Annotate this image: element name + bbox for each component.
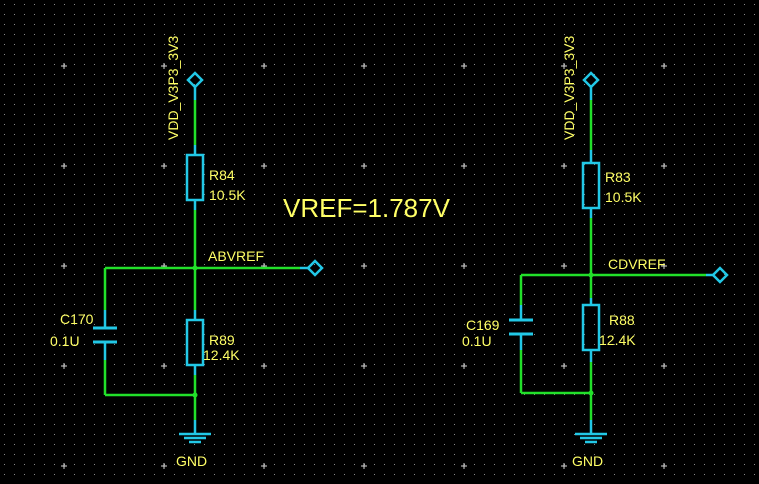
right-power-port-icon[interactable] xyxy=(582,71,600,89)
left-power-net-label: VDD_V3P3_3V3 xyxy=(165,35,181,140)
right-ground-icon[interactable] xyxy=(575,432,607,444)
left-divider-circuit: VDD_V3P3_3V3 R84 10.5K ABVREF R89 12.4K … xyxy=(50,35,324,469)
vref-annotation: VREF=1.787V xyxy=(283,193,451,223)
grid-dots xyxy=(4,4,755,475)
right-divider-circuit: VDD_V3P3_3V3 R83 10.5K CDVREF R88 12.4K … xyxy=(462,35,729,469)
right-r-top-ref: R83 xyxy=(605,169,631,185)
left-r-bot-ref: R89 xyxy=(209,332,235,348)
left-r-top-value: 10.5K xyxy=(209,187,246,203)
right-gnd-junction-dot xyxy=(588,390,594,396)
right-r-bot-value: 12.4K xyxy=(599,332,636,348)
left-r-bot-value: 12.4K xyxy=(203,347,240,363)
left-cap-ref: C170 xyxy=(60,311,94,327)
right-net-label: CDVREF xyxy=(608,256,666,272)
left-cap-value: 0.1U xyxy=(50,333,80,349)
left-junction-dot xyxy=(192,265,198,271)
left-r-top-ref: R84 xyxy=(209,167,235,183)
left-net-port-icon[interactable] xyxy=(306,259,324,277)
right-r-bot-resistor[interactable] xyxy=(581,303,601,352)
right-ground-label: GND xyxy=(572,453,603,469)
right-power-net-label: VDD_V3P3_3V3 xyxy=(561,35,577,140)
right-net-port-icon[interactable] xyxy=(711,266,729,284)
right-r-bot-ref: R88 xyxy=(609,312,635,328)
right-r-top-value: 10.5K xyxy=(605,189,642,205)
right-junction-dot xyxy=(588,272,594,278)
right-cap-ref: C169 xyxy=(466,317,500,333)
left-ground-icon[interactable] xyxy=(179,432,211,444)
left-net-label: ABVREF xyxy=(208,248,264,264)
right-cap-value: 0.1U xyxy=(462,333,492,349)
right-r-top-resistor[interactable] xyxy=(581,161,601,210)
left-r-top-resistor[interactable] xyxy=(185,153,205,202)
left-r-bot-resistor[interactable] xyxy=(185,318,205,367)
left-ground-label: GND xyxy=(176,453,207,469)
left-gnd-junction-dot xyxy=(192,392,198,398)
